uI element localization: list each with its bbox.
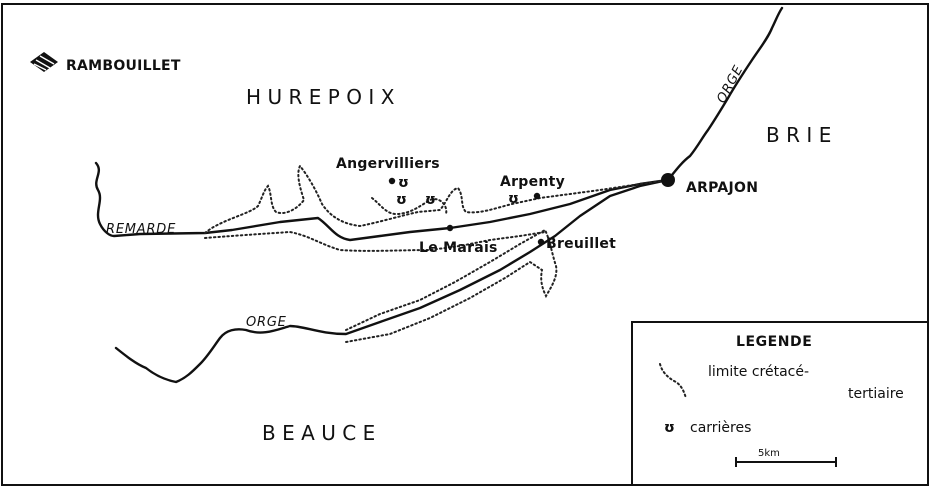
cretaceous-limit-loop xyxy=(371,197,448,216)
legend-scale-label: 5km xyxy=(758,448,780,459)
river-label-orge-north: ORGE xyxy=(714,63,746,106)
region-label-brie: BRIE xyxy=(766,123,838,147)
legend-title: LEGENDE xyxy=(736,334,812,350)
orge-river-south xyxy=(114,178,670,384)
angervilliers-dot-icon xyxy=(388,177,396,185)
quarry-icon: ʊ xyxy=(425,192,436,208)
region-label-beauce: BEAUCE xyxy=(262,421,382,445)
legend-quarries-label: carrières xyxy=(690,420,751,436)
arpenty-dot-icon xyxy=(533,192,541,200)
region-label-hurepoix: HUREPOIX xyxy=(246,85,401,109)
quarry-icon: ʊ xyxy=(396,192,407,208)
cretaceous-limit-valley xyxy=(345,228,558,343)
town-label-rambouillet: RAMBOUILLET xyxy=(66,58,181,74)
town-label-angervilliers: Angervilliers xyxy=(336,156,440,172)
quarry-icon: ʊ xyxy=(398,175,409,191)
legend: LEGENDE limite crétacé- tertiaire ʊ carr… xyxy=(631,321,928,485)
river-label-orge-west: ORGE xyxy=(246,315,287,330)
rambouillet-marker-icon xyxy=(30,52,58,72)
breuillet-dot-icon xyxy=(537,238,545,246)
le-marais-dot-icon xyxy=(446,224,454,232)
river-label-remarde: REMARDE xyxy=(106,222,176,237)
quarry-icon: ʊ xyxy=(508,191,519,207)
cretaceous-limit-upper xyxy=(204,164,669,234)
legend-limit-line2: tertiaire xyxy=(848,386,904,402)
cretaceous-limit-lower xyxy=(204,230,546,252)
legend-frame xyxy=(631,321,928,485)
town-label-arpajon: ARPAJON xyxy=(686,180,758,196)
map-frame xyxy=(1,3,929,486)
orge-river-north xyxy=(666,6,784,182)
arpajon-marker-icon xyxy=(661,173,675,187)
remarde-river xyxy=(94,161,670,242)
legend-quarry-icon: ʊ xyxy=(664,420,675,436)
legend-limit-icon xyxy=(659,363,687,399)
legend-limit-line1: limite crétacé- xyxy=(708,364,809,380)
town-label-le-marais: Le Marais xyxy=(419,240,498,256)
town-label-arpenty: Arpenty xyxy=(500,174,565,190)
town-label-breuillet: Breuillet xyxy=(546,236,616,252)
